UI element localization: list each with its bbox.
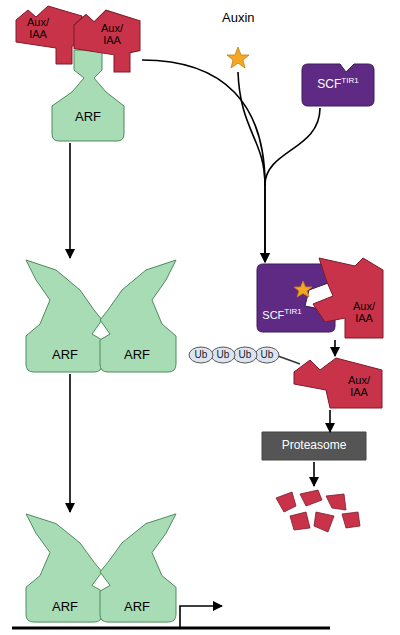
node-text: Ub [217, 349, 230, 360]
node-label: Ub [188, 349, 214, 360]
node-label: Proteasome [262, 439, 366, 452]
fragment [326, 494, 346, 510]
node-text: Ub [261, 349, 274, 360]
ubiquitin-bead: Ub [188, 346, 214, 364]
flow-arrow [142, 60, 265, 262]
protein-shape: ARF [24, 258, 104, 374]
node-text: ARF [52, 347, 78, 362]
shape-path [255, 347, 279, 363]
node-outline [290, 356, 385, 410]
node-text: TIR1 [341, 76, 358, 85]
node-label: Ub [254, 349, 280, 360]
protein-shape: Aux/ IAA [290, 356, 385, 410]
node-text: Ub [239, 349, 252, 360]
protein-shape: Aux/ IAA [305, 256, 385, 340]
node-label: Aux/ IAA [92, 22, 132, 46]
fragment [290, 512, 310, 530]
fragment [314, 512, 334, 532]
shape-path [211, 347, 235, 363]
process-box: Proteasome [262, 432, 366, 460]
molecule-label: Auxin [222, 10, 255, 25]
ubiquitin-bead: Ub [210, 346, 236, 364]
node-text: SCF [262, 309, 284, 321]
protein-shape: ARF [24, 512, 104, 624]
protein-shape: SCFTIR1 [300, 62, 376, 108]
node-label: SCFTIR1 [255, 308, 309, 321]
dna-strand [12, 627, 330, 630]
node-text: SCF [317, 77, 341, 91]
shape-path [294, 358, 382, 408]
node-outline [305, 256, 385, 340]
auxin-star [227, 47, 249, 68]
shape-path [100, 260, 176, 372]
node-text: ARF [75, 109, 101, 124]
flow-arrow [334, 340, 336, 356]
fragment [276, 492, 296, 512]
node-text: Aux/ IAA [101, 22, 123, 46]
shape-path [52, 50, 124, 141]
node-label: ARF [102, 348, 172, 362]
protein-shape: Aux/ IAA [72, 8, 142, 74]
shape-path [26, 260, 102, 372]
node-label: Ub [210, 349, 236, 360]
node-label: Aux/ IAA [345, 300, 383, 324]
shape-path [16, 6, 82, 64]
node-label: SCFTIR1 [300, 77, 376, 91]
node-text: Aux/ IAA [353, 300, 375, 324]
shape-path [302, 64, 374, 106]
node-text: ARF [124, 599, 150, 614]
flow-arrow [329, 410, 331, 432]
ub-chain-link [278, 356, 300, 364]
node-label: ARF [30, 600, 100, 614]
node-label: ARF [50, 110, 126, 124]
node-label: Aux/ IAA [338, 374, 380, 398]
shape-path [100, 514, 176, 622]
fragment [342, 512, 360, 528]
node-text: Aux/ IAA [27, 16, 49, 40]
shape-path [233, 347, 257, 363]
auxin-branch-line [238, 72, 265, 185]
protein-shape: ARF [98, 258, 178, 374]
protein-fragments [276, 490, 360, 532]
shape-path [257, 264, 335, 332]
fragment [300, 490, 322, 506]
shape-path [313, 258, 383, 338]
ubiquitin-bead: Ub [232, 346, 258, 364]
node-label: ARF [102, 600, 172, 614]
ubiquitin-bead: Ub [254, 346, 280, 364]
flow-arrow [265, 108, 320, 262]
shape-path [262, 432, 366, 460]
node-label: Aux/ IAA [18, 16, 58, 40]
node-text: TIR1 [284, 307, 301, 316]
node-text: Proteasome [282, 438, 347, 452]
flow-arrow [69, 374, 71, 512]
degradation-arrow [313, 462, 315, 486]
node-label: ARF [30, 348, 100, 362]
flow-arrow [69, 143, 71, 258]
node-label: Ub [232, 349, 258, 360]
node-text: ARF [52, 599, 78, 614]
node-text: ARF [124, 347, 150, 362]
shape-path [189, 347, 213, 363]
protein-shape: ARF [98, 512, 178, 624]
shape-path [26, 514, 102, 622]
node-text: Ub [195, 349, 208, 360]
transcription-arrow [180, 606, 222, 627]
node-text: Aux/ IAA [348, 374, 370, 398]
